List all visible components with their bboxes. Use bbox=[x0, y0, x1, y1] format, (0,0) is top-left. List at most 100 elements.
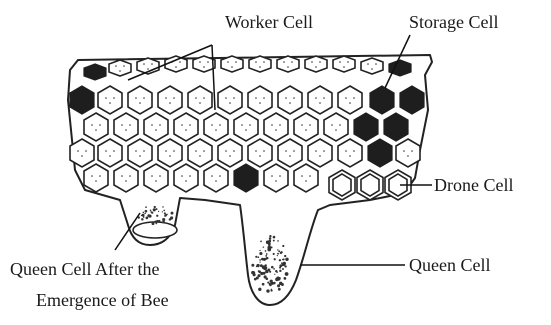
cell-dot bbox=[211, 175, 213, 177]
cell-dot bbox=[259, 102, 261, 104]
cell-dot bbox=[77, 150, 79, 152]
cell-dot bbox=[289, 155, 291, 157]
cell-dot bbox=[181, 124, 183, 126]
stipple-dot bbox=[265, 255, 267, 257]
cell-dot bbox=[301, 124, 303, 126]
cell-dot bbox=[81, 155, 83, 157]
stipple-dot bbox=[256, 264, 259, 267]
cell-dot bbox=[105, 150, 107, 152]
stipple-dot bbox=[171, 212, 174, 215]
stipple-dot bbox=[266, 278, 269, 281]
stipple-dot bbox=[268, 269, 269, 270]
cell-dot bbox=[349, 155, 351, 157]
drone-cell-inner bbox=[333, 174, 351, 196]
cell-dot bbox=[259, 155, 261, 157]
stipple-dot bbox=[154, 206, 156, 208]
cell-dot bbox=[353, 150, 355, 152]
worker-cell bbox=[98, 139, 122, 167]
stipple-dot bbox=[265, 250, 267, 252]
stipple-dot bbox=[270, 280, 273, 283]
stipple-dot bbox=[283, 265, 284, 266]
cell-dot bbox=[95, 129, 97, 131]
stipple-dot bbox=[145, 210, 148, 213]
cell-dot bbox=[121, 124, 123, 126]
cell-dot bbox=[225, 97, 227, 99]
cell-dot bbox=[109, 102, 111, 104]
stipple-dot bbox=[251, 264, 254, 267]
worker-cell bbox=[114, 113, 138, 141]
label-storage-cell: Storage Cell bbox=[409, 12, 498, 32]
cell-dot bbox=[99, 175, 101, 177]
worker-cell bbox=[109, 60, 131, 76]
cell-dot bbox=[305, 129, 307, 131]
stipple-dot bbox=[269, 235, 271, 237]
stipple-dot bbox=[263, 246, 264, 247]
cell-dot bbox=[263, 150, 265, 152]
cell-dot bbox=[215, 129, 217, 131]
cell-dot bbox=[151, 124, 153, 126]
cell-dot bbox=[339, 124, 341, 126]
stipple-dot bbox=[156, 223, 157, 224]
stipple-dot bbox=[156, 208, 158, 210]
cell-dot bbox=[173, 97, 175, 99]
cell-dot bbox=[233, 150, 235, 152]
cell-dot bbox=[203, 150, 205, 152]
cell-dot bbox=[189, 124, 191, 126]
stipple-dot bbox=[163, 210, 165, 212]
stipple-dot bbox=[144, 213, 146, 215]
stipple-dot bbox=[271, 283, 272, 284]
label-queen-after-1: Queen Cell After the bbox=[10, 259, 159, 279]
cell-dot bbox=[219, 124, 221, 126]
cell-dot bbox=[367, 63, 369, 65]
cell-dot bbox=[319, 61, 321, 63]
stipple-dot bbox=[259, 259, 261, 261]
cell-dot bbox=[159, 175, 161, 177]
cell-dot bbox=[347, 61, 349, 63]
storage-cell bbox=[84, 64, 106, 80]
cell-dot bbox=[275, 129, 277, 131]
cell-dot bbox=[293, 150, 295, 152]
stipple-dot bbox=[169, 219, 171, 221]
stipple-dot bbox=[156, 220, 159, 223]
cell-dot bbox=[345, 150, 347, 152]
cell-dot bbox=[315, 150, 317, 152]
worker-cell bbox=[278, 139, 302, 167]
stipple-dot bbox=[281, 264, 283, 266]
cell-dot bbox=[139, 102, 141, 104]
stipple-dot bbox=[277, 240, 279, 242]
stipple-dot bbox=[274, 258, 276, 260]
stipple-dot bbox=[158, 211, 159, 212]
cell-dot bbox=[291, 61, 293, 63]
cell-dot bbox=[301, 175, 303, 177]
stipple-dot bbox=[273, 240, 275, 242]
cell-dot bbox=[203, 66, 205, 68]
cell-dot bbox=[287, 66, 289, 68]
stipple-dot bbox=[269, 271, 271, 273]
cell-dot bbox=[199, 61, 201, 63]
stipple-dot bbox=[278, 250, 280, 252]
stipple-dot bbox=[162, 206, 163, 207]
stipple-dot bbox=[262, 283, 265, 286]
worker-cell bbox=[264, 113, 288, 141]
cell-dot bbox=[139, 155, 141, 157]
stipple-dot bbox=[277, 253, 279, 255]
stipple-dot bbox=[254, 278, 257, 281]
stipple-dot bbox=[282, 268, 284, 270]
stipple-dot bbox=[260, 264, 263, 267]
stipple-dot bbox=[261, 258, 264, 261]
worker-cell bbox=[188, 139, 212, 167]
worker-cell bbox=[249, 56, 271, 72]
stipple-dot bbox=[279, 259, 281, 261]
stipple-dot bbox=[269, 237, 272, 240]
cell-dot bbox=[311, 61, 313, 63]
worker-cell bbox=[114, 164, 138, 192]
cell-dot bbox=[95, 180, 97, 182]
cell-dot bbox=[85, 150, 87, 152]
label-worker-cell: Worker Cell bbox=[225, 12, 313, 32]
stipple-dot bbox=[279, 270, 281, 272]
worker-cell bbox=[174, 164, 198, 192]
stipple-dot bbox=[273, 253, 275, 255]
cell-dot bbox=[285, 150, 287, 152]
cell-dot bbox=[255, 150, 257, 152]
cell-dot bbox=[143, 63, 145, 65]
